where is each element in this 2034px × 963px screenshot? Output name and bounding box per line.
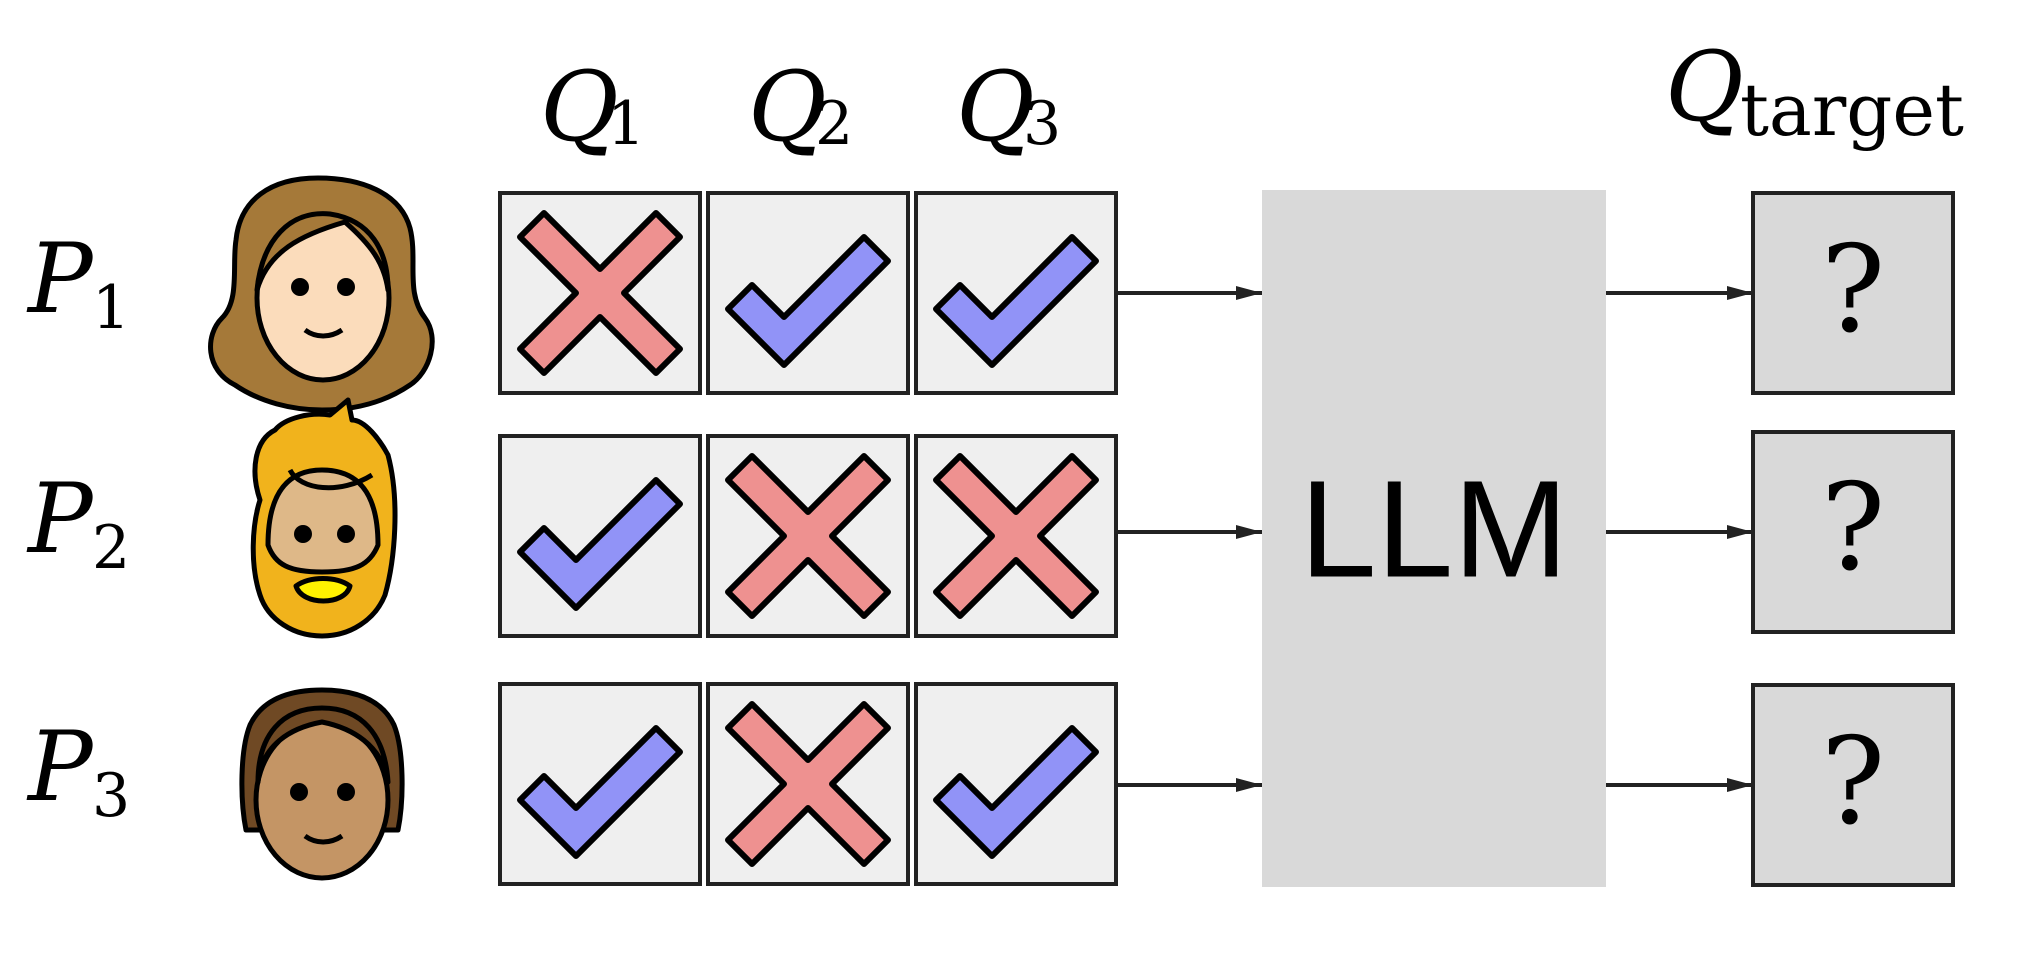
answer-cell-p3-q2 <box>706 682 910 886</box>
answer-cell-p3-q1 <box>498 682 702 886</box>
column-header-target: Q target <box>1665 31 1964 152</box>
column-header-q2: Q 2 <box>748 51 853 163</box>
cross-mark-icon <box>725 701 891 867</box>
row-label-p3: P 3 <box>26 711 130 831</box>
check-mark-icon <box>933 725 1099 859</box>
llm-block: LLM <box>1262 190 1606 887</box>
row-label-p2: P 2 <box>26 463 130 583</box>
column-header-q1: Q 1 <box>540 51 645 163</box>
target-subscript: target <box>1740 68 1964 152</box>
check-mark-icon <box>725 234 891 368</box>
person-face-icon <box>239 687 405 881</box>
row-symbol: P <box>26 223 94 335</box>
cross-mark-icon <box>517 210 683 376</box>
answer-cell-p1-q3 <box>914 191 1118 395</box>
target-cell-1: ? <box>1751 191 1955 395</box>
cross-mark-icon <box>725 453 891 619</box>
column-symbol: Q <box>956 51 1035 163</box>
column-symbol: Q <box>748 51 827 163</box>
unknown-answer: ? <box>1821 713 1885 852</box>
llm-box <box>1262 190 1606 887</box>
answer-cell-p2-q3 <box>914 434 1118 638</box>
answer-cell-p1-q1 <box>498 191 702 395</box>
answer-cell-p2-q2 <box>706 434 910 638</box>
unknown-answer: ? <box>1821 459 1885 598</box>
answer-grid <box>498 191 1118 886</box>
answer-cell-p3-q3 <box>914 682 1118 886</box>
row-label-p1: P 1 <box>26 223 130 343</box>
answer-cell-p2-q1 <box>498 434 702 638</box>
row-symbol: P <box>26 711 94 823</box>
column-subscript: 1 <box>607 89 645 159</box>
row-subscript: 2 <box>92 513 130 583</box>
row-symbol: P <box>26 463 94 575</box>
answer-cell-p1-q2 <box>706 191 910 395</box>
column-symbol: Q <box>540 51 619 163</box>
target-cell-3: ? <box>1751 683 1955 887</box>
target-box <box>1751 430 1955 634</box>
row-subscript: 3 <box>92 761 130 831</box>
target-box <box>1751 683 1955 887</box>
row-subscript: 1 <box>92 273 130 343</box>
cross-mark-icon <box>933 453 1099 619</box>
bearded-man-face-icon <box>250 397 398 639</box>
check-mark-icon <box>517 725 683 859</box>
llm-label: LLM <box>1300 452 1568 606</box>
check-mark-icon <box>933 234 1099 368</box>
check-mark-icon <box>517 477 683 611</box>
target-symbol: Q <box>1665 31 1744 143</box>
woman-face-icon <box>208 175 435 413</box>
target-box <box>1751 191 1955 395</box>
column-subscript: 2 <box>815 89 853 159</box>
unknown-answer: ? <box>1821 221 1885 360</box>
column-header-q3: Q 3 <box>956 51 1061 163</box>
column-subscript: 3 <box>1023 89 1061 159</box>
target-cell-2: ? <box>1751 430 1955 634</box>
